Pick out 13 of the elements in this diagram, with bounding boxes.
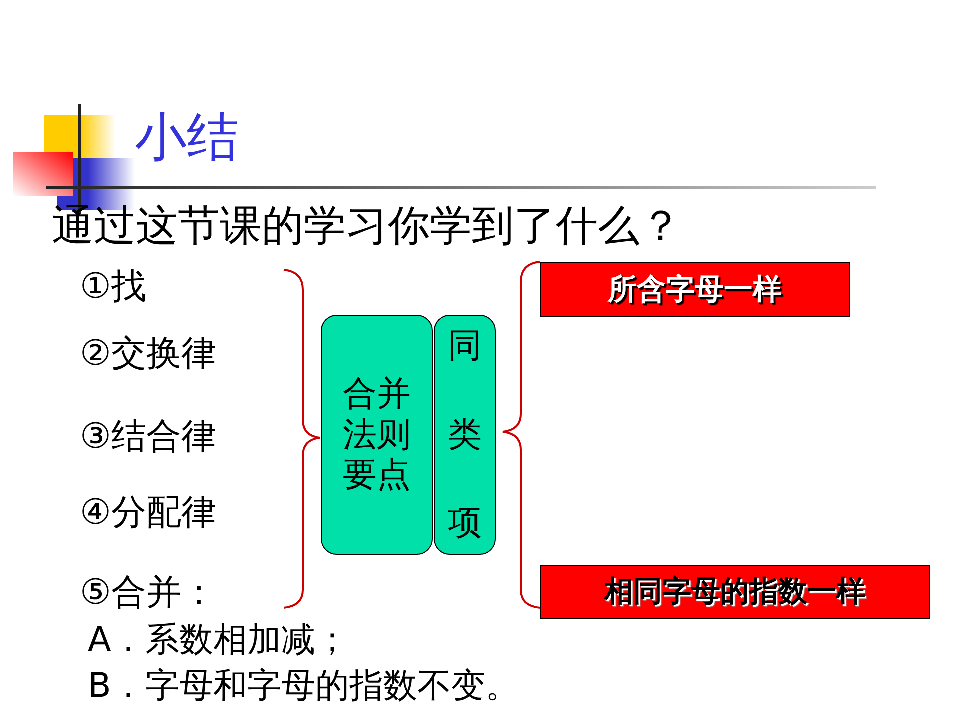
- list-item: ④分配律: [80, 494, 216, 532]
- list-item: ③结合律: [80, 418, 216, 456]
- list-item: ①找: [80, 268, 146, 306]
- highlight-box: 相同字母的指数一样: [540, 565, 930, 619]
- rule-text: B．字母和字母的指数不变。: [88, 668, 520, 706]
- list-item: ⑤合并：: [80, 574, 216, 612]
- slide-title: 小结: [135, 110, 239, 168]
- rounded-box: 同类项: [434, 315, 496, 555]
- rule-text: A．系数相加减；: [88, 622, 350, 660]
- highlight-box: 所含字母一样: [540, 262, 850, 317]
- rounded-box: 合并法则要点: [321, 315, 433, 555]
- list-item: ②交换律: [80, 335, 216, 374]
- question-text: 通过这节课的学习你学到了什么？: [52, 203, 682, 250]
